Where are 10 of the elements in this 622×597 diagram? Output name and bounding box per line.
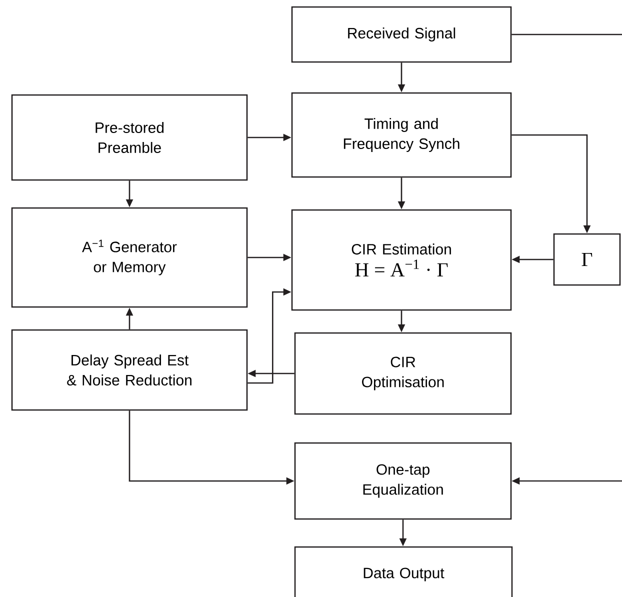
process-box: Pre-stored Preamble [11,94,248,181]
process-box: Delay Spread Est & Noise Reduction [11,329,248,411]
symbol-box: Γ [553,233,621,286]
process-box: Data Output [294,546,513,597]
process-box: CIR Optimisation [294,332,512,415]
process-box: One-tap Equalization [294,442,512,520]
process-box: Timing and Frequency Synch [291,92,512,178]
process-box: CIR Estimation H = A$^{−1}$ · Γ [291,209,512,311]
process-box: A$^{−1}$ Generator or Memory [11,207,248,308]
process-box: Received Signal [291,6,512,63]
